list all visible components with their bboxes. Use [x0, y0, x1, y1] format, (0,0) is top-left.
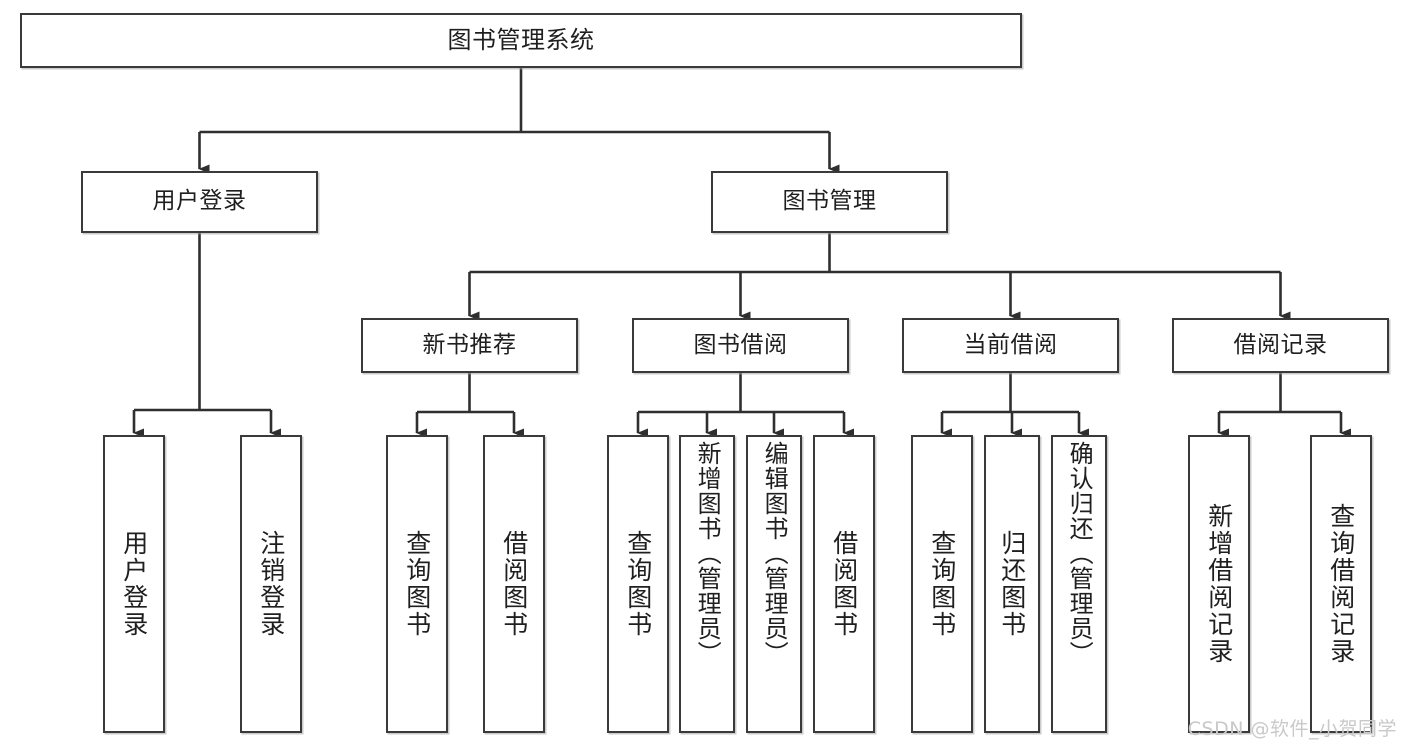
node-leaf-user-login-label: 用户登录	[119, 530, 149, 638]
node-leaf-return-book-label: 归还图书	[997, 530, 1027, 638]
node-leaf-query-book-rec-label: 查询图书	[402, 530, 432, 638]
node-leaf-query-book-cur[interactable]: 查询图书	[911, 435, 973, 733]
node-leaf-user-logout-label: 注销登录	[256, 530, 286, 638]
node-user-login[interactable]: 用户登录	[81, 171, 318, 233]
edges-group	[132, 68, 1351, 438]
node-leaf-query-book-borrow-label: 查询图书	[623, 530, 653, 638]
node-leaf-edit-book[interactable]: 编辑图书（管理员）	[746, 435, 802, 733]
node-leaf-confirm-return-label: 确认归还（管理员）	[1065, 441, 1094, 666]
node-borrow-record-label: 借阅记录	[1233, 331, 1328, 358]
node-book-borrow-label: 图书借阅	[693, 331, 788, 358]
node-leaf-query-book-borrow[interactable]: 查询图书	[607, 435, 669, 733]
node-leaf-query-book-cur-label: 查询图书	[927, 530, 957, 638]
node-leaf-user-logout[interactable]: 注销登录	[240, 435, 302, 733]
node-leaf-borrow-book-rec[interactable]: 借阅图书	[483, 435, 545, 733]
node-leaf-borrow-book[interactable]: 借阅图书	[813, 435, 875, 733]
node-book-manage[interactable]: 图书管理	[711, 171, 948, 233]
node-new-book-rec[interactable]: 新书推荐	[361, 318, 578, 373]
watermark-text: CSDN @软件_小贺同学	[1187, 718, 1397, 740]
node-leaf-edit-book-label: 编辑图书（管理员）	[760, 441, 789, 666]
node-book-manage-label: 图书管理	[782, 188, 877, 215]
node-leaf-query-book-rec[interactable]: 查询图书	[386, 435, 448, 733]
node-leaf-add-record[interactable]: 新增借阅记录	[1188, 435, 1250, 733]
node-new-book-rec-label: 新书推荐	[422, 331, 517, 358]
node-leaf-query-record[interactable]: 查询借阅记录	[1310, 435, 1372, 733]
node-root-label: 图书管理系统	[447, 26, 595, 55]
node-borrow-record[interactable]: 借阅记录	[1172, 318, 1389, 373]
node-leaf-add-book-label: 新增图书（管理员）	[693, 441, 722, 666]
node-leaf-query-record-label: 查询借阅记录	[1326, 503, 1356, 665]
node-user-login-label: 用户登录	[152, 188, 247, 215]
node-root[interactable]: 图书管理系统	[20, 13, 1022, 68]
node-current-borrow-label: 当前借阅	[963, 331, 1058, 358]
node-leaf-borrow-book-rec-label: 借阅图书	[499, 530, 529, 638]
node-leaf-add-book[interactable]: 新增图书（管理员）	[679, 435, 735, 733]
node-leaf-return-book[interactable]: 归还图书	[984, 435, 1040, 733]
node-leaf-add-record-label: 新增借阅记录	[1204, 503, 1234, 665]
node-current-borrow[interactable]: 当前借阅	[902, 318, 1119, 373]
node-book-borrow[interactable]: 图书借阅	[632, 318, 849, 373]
node-leaf-confirm-return[interactable]: 确认归还（管理员）	[1051, 435, 1107, 733]
node-leaf-user-login[interactable]: 用户登录	[103, 435, 165, 733]
node-leaf-borrow-book-label: 借阅图书	[829, 530, 859, 638]
